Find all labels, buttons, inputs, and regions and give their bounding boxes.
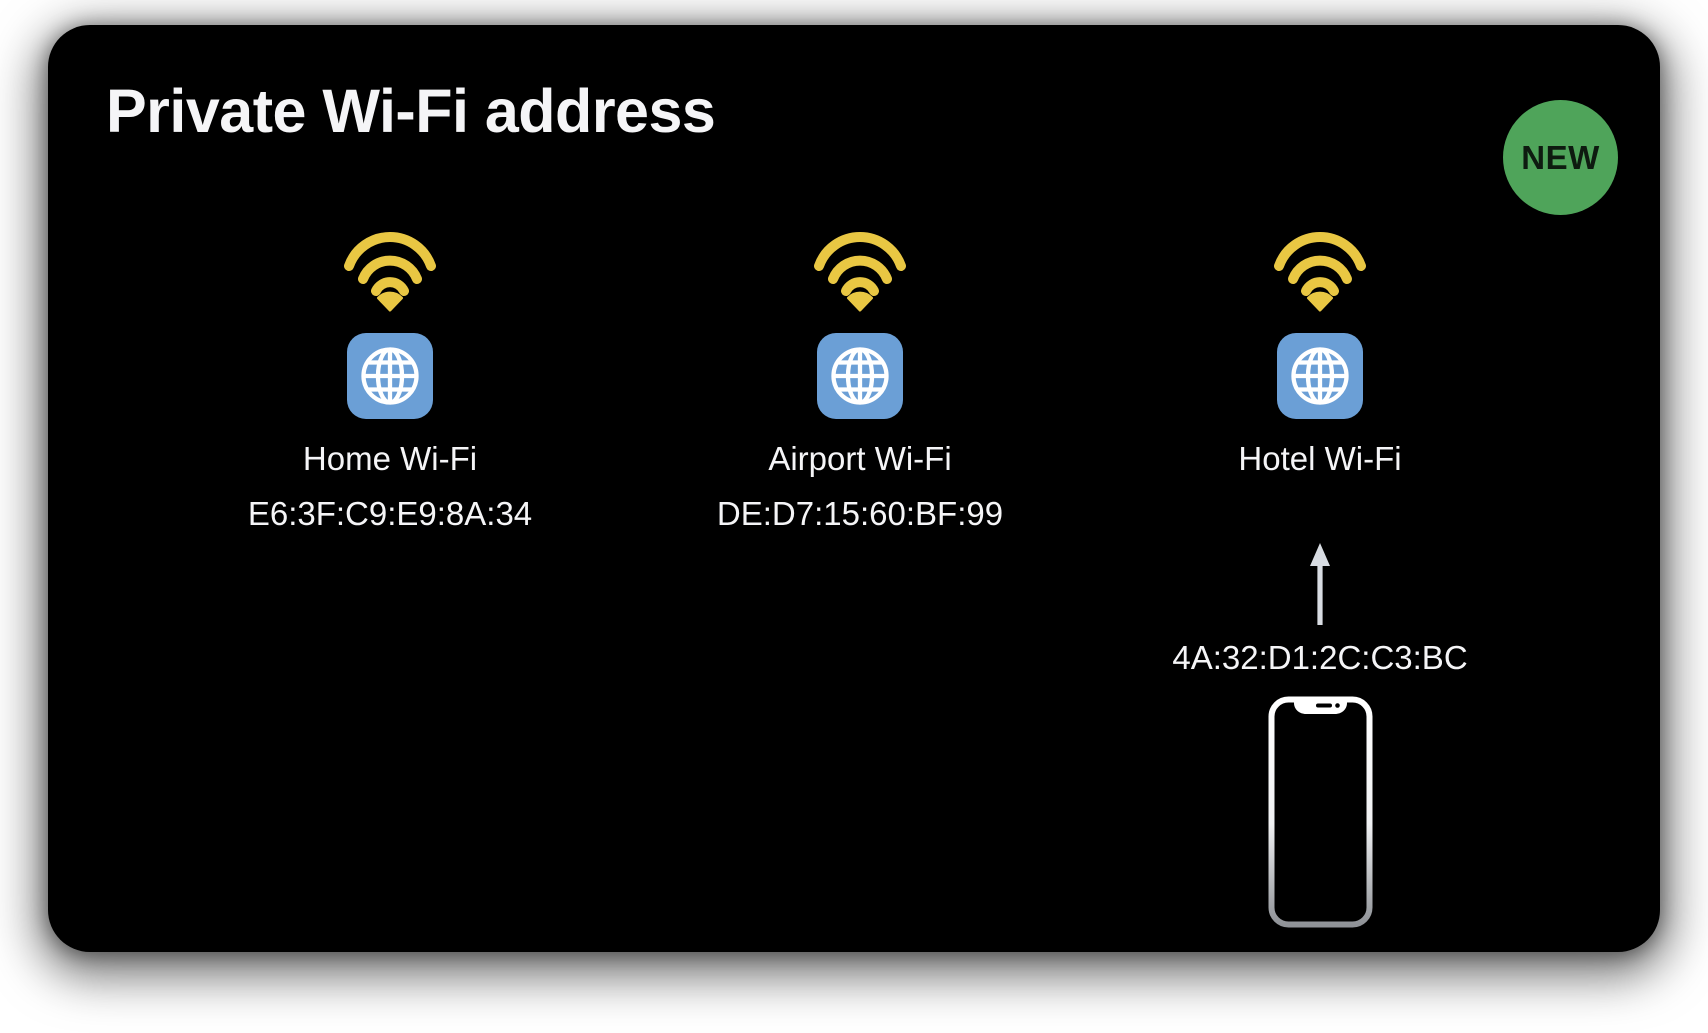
wifi-icon — [810, 228, 910, 314]
wifi-icon — [1270, 228, 1370, 314]
slide-panel: Private Wi-Fi address NEW Home Wi-Fi E6:… — [48, 25, 1660, 952]
new-badge-label: NEW — [1521, 138, 1600, 176]
slide-title: Private Wi-Fi address — [106, 77, 716, 145]
network-column-hotel: Hotel Wi-Fi — [1150, 228, 1490, 481]
network-name-home: Home Wi-Fi — [302, 440, 478, 477]
up-arrow-icon — [1309, 543, 1331, 625]
network-column-airport: Airport Wi-Fi DE:D7:15:60:BF:99 — [690, 228, 1030, 536]
new-badge: NEW — [1503, 100, 1618, 215]
globe-app-icon — [347, 333, 433, 419]
globe-app-icon — [1277, 333, 1363, 419]
network-name-airport: Airport Wi-Fi — [768, 440, 952, 477]
mac-address-home: E6:3F:C9:E9:8A:34 — [247, 494, 533, 532]
globe-app-icon — [817, 333, 903, 419]
network-column-home: Home Wi-Fi E6:3F:C9:E9:8A:34 — [220, 228, 560, 536]
iphone-outline-icon — [1268, 696, 1373, 928]
mac-address-hotel-device: 4A:32:D1:2C:C3:BC — [1172, 639, 1468, 676]
mac-address-airport: DE:D7:15:60:BF:99 — [716, 494, 1004, 532]
network-name-hotel: Hotel Wi-Fi — [1238, 440, 1402, 477]
wifi-icon — [340, 228, 440, 314]
